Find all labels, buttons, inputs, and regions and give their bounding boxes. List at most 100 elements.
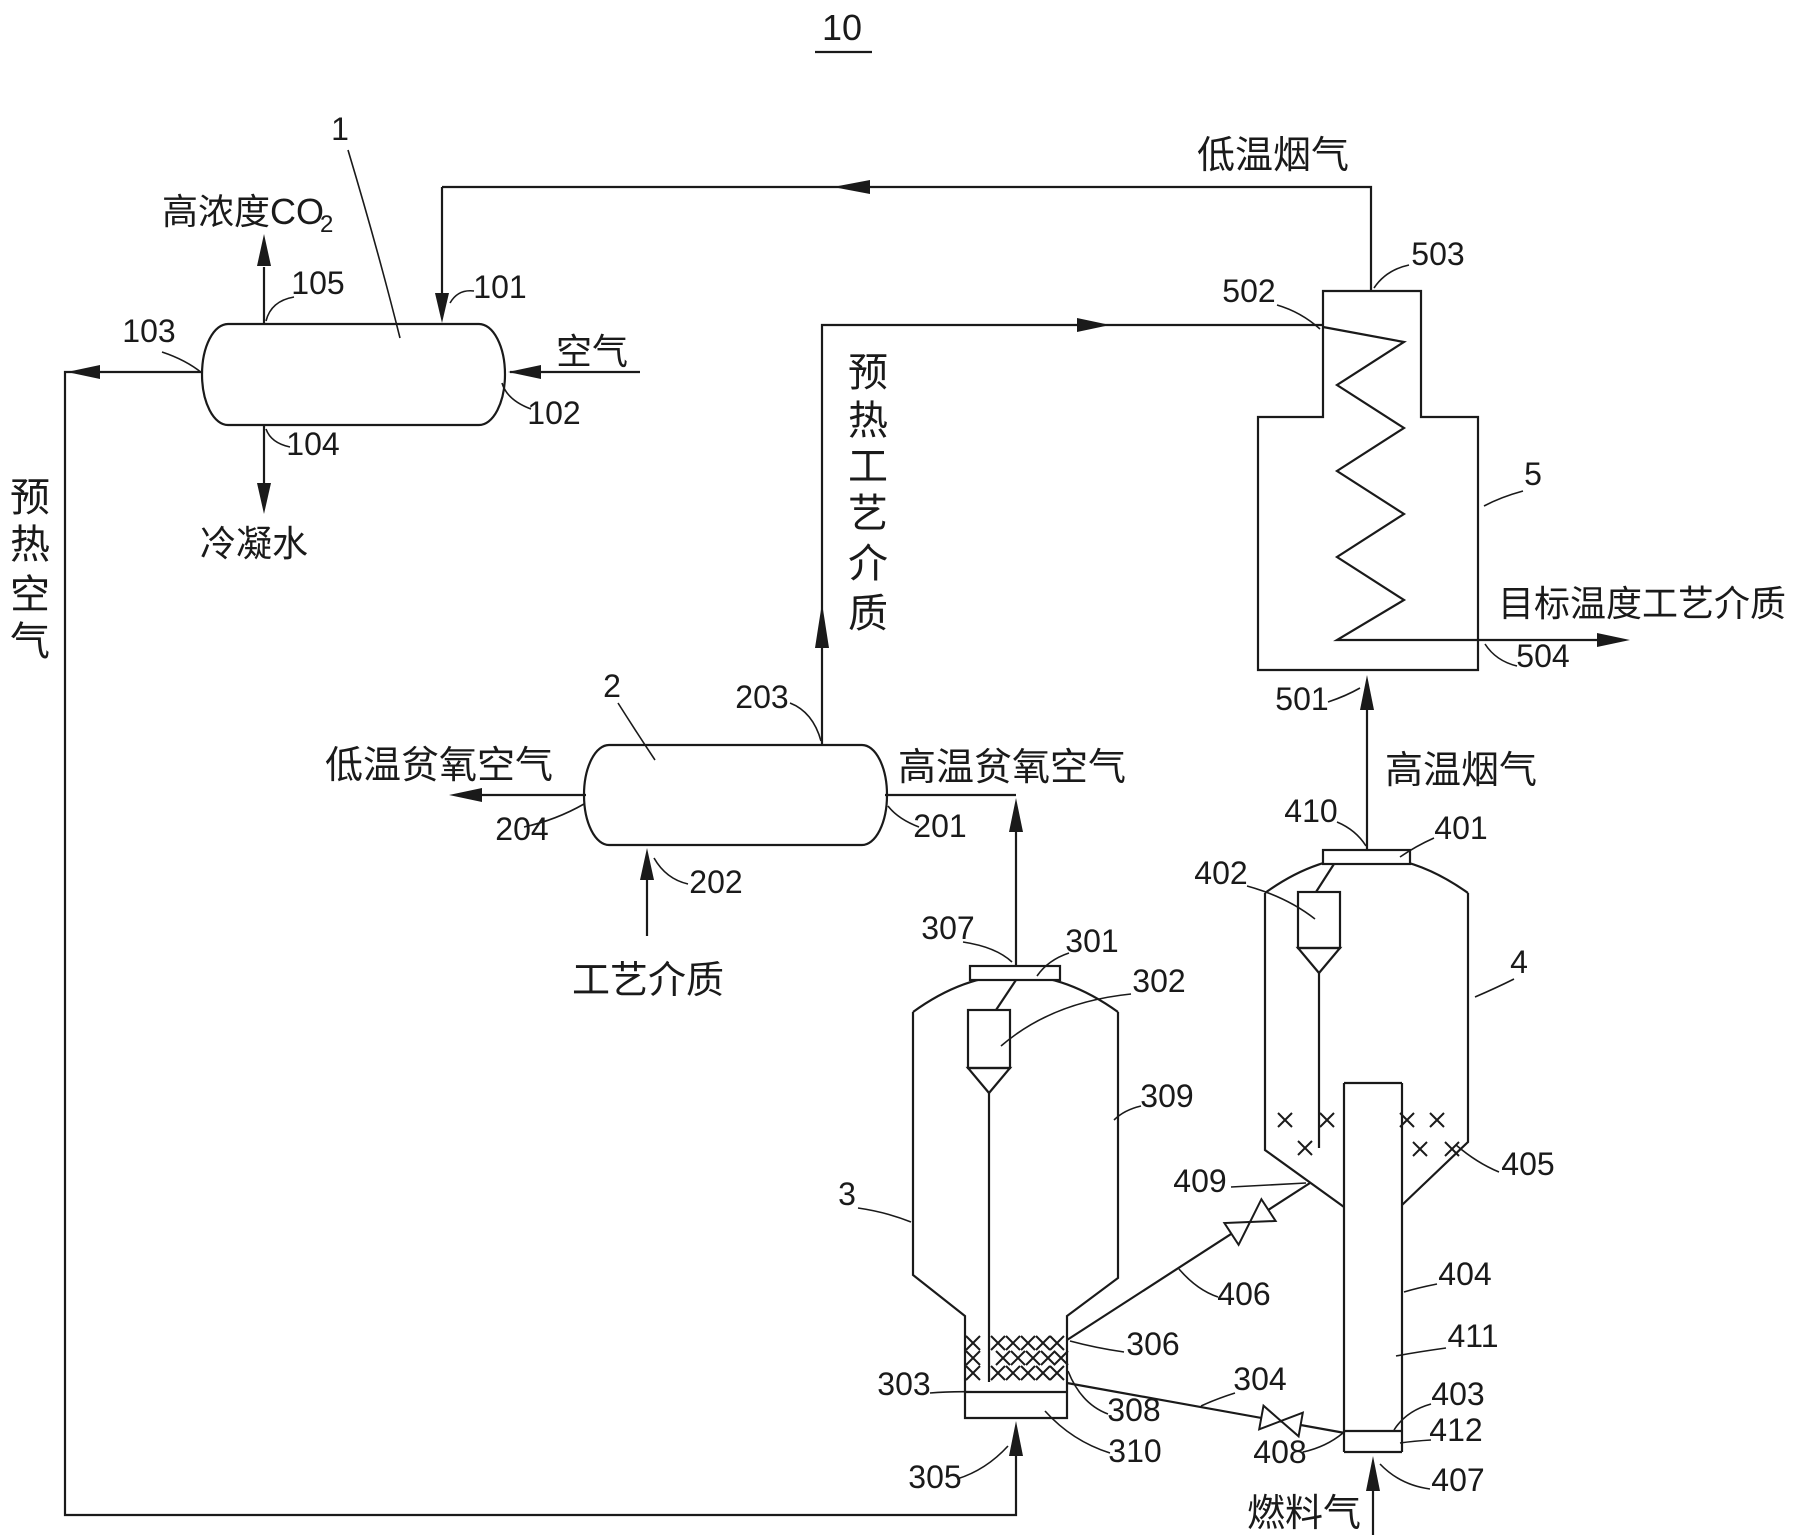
leader-305 xyxy=(956,1445,1009,1480)
solids-transfer-lines: 406 409 304 408 xyxy=(1066,1163,1346,1470)
label-412: 412 xyxy=(1429,1412,1482,1448)
leader-202 xyxy=(653,857,689,885)
leader-403 xyxy=(1393,1403,1432,1431)
pm-char: 质 xyxy=(848,592,888,636)
label-502: 502 xyxy=(1222,273,1275,309)
label-407: 407 xyxy=(1431,1462,1484,1498)
flow-arrow-up-icon xyxy=(257,234,271,266)
preheated-air-vertical-label: 预 热 空 气 xyxy=(10,476,50,664)
label-304: 304 xyxy=(1233,1361,1286,1397)
low-temp-lean-oxygen-air-label: 低温贫氧空气 xyxy=(325,745,553,787)
high-temp-flue-gas-label: 高温烟气 xyxy=(1385,750,1537,792)
vessel-2-shell xyxy=(582,743,889,847)
flow-arrow-up-icon xyxy=(815,603,829,648)
label-403: 403 xyxy=(1431,1376,1484,1412)
leader-4 xyxy=(1474,978,1515,998)
label-409: 409 xyxy=(1173,1163,1226,1199)
label-310: 310 xyxy=(1108,1433,1161,1469)
vessel-3-cyclone xyxy=(966,1008,1012,1070)
leader-502 xyxy=(1276,304,1321,330)
leader-303 xyxy=(929,1390,984,1394)
preheated-air-char: 空 xyxy=(10,573,50,617)
transfer-line-406 xyxy=(1066,1182,1311,1341)
vessel-2: 2 202 工艺介质 204 低温贫氧空气 203 预 热 工 艺 介 质 xyxy=(325,318,1322,1002)
exchanger-5-shell xyxy=(1256,289,1480,672)
leader-404 xyxy=(1403,1283,1438,1293)
vessel-4-top-nozzle xyxy=(1321,848,1412,866)
label-307: 307 xyxy=(921,910,974,946)
flow-arrow-left-icon xyxy=(508,365,541,379)
co2-label: 高浓度CO xyxy=(162,191,324,232)
leader-310 xyxy=(1044,1410,1111,1454)
label-501: 501 xyxy=(1275,681,1328,717)
leader-103 xyxy=(161,351,203,374)
flow-arrow-up-icon xyxy=(1009,798,1023,832)
label-410: 410 xyxy=(1284,793,1337,829)
condensate-label: 冷凝水 xyxy=(200,523,308,564)
label-203: 203 xyxy=(735,679,788,715)
vessel-3-cyclone-cone xyxy=(965,1066,1013,1095)
leader-410 xyxy=(1336,821,1367,847)
process-medium-label: 工艺介质 xyxy=(572,960,724,1002)
fuel-gas-label: 燃料气 xyxy=(1247,1493,1361,1535)
flue-gas-pipe xyxy=(442,185,1373,291)
leader-409 xyxy=(1230,1182,1307,1188)
label-411: 411 xyxy=(1447,1318,1498,1354)
exchanger-5: 目标温度工艺介质 5 502 503 504 501 xyxy=(1222,236,1786,717)
pm-char: 热 xyxy=(848,399,888,443)
label-406: 406 xyxy=(1217,1276,1270,1312)
label-408: 408 xyxy=(1253,1434,1306,1470)
label-104: 104 xyxy=(286,426,339,462)
leader-102 xyxy=(501,382,532,410)
label-3: 3 xyxy=(838,1176,856,1212)
leader-504 xyxy=(1484,643,1518,667)
cyclone-inlet-duct xyxy=(995,979,1017,1011)
preheated-medium-pipe xyxy=(820,323,1322,745)
vessel-3-bed-marks xyxy=(965,1335,1069,1381)
vessel-3: 3 307 301 302 309 303 305 306 308 310 xyxy=(838,910,1194,1495)
label-301: 301 xyxy=(1065,923,1118,959)
leader-308 xyxy=(1067,1370,1109,1415)
low-temp-flue-gas-label: 低温烟气 xyxy=(1197,135,1349,177)
flow-arrow-right-icon xyxy=(1077,318,1110,332)
vessel-4-shell-left xyxy=(1263,893,1345,1208)
flow-arrow-left-icon xyxy=(833,180,870,194)
label-201: 201 xyxy=(913,808,966,844)
leader-5 xyxy=(1483,490,1524,507)
flow-arrow-down-icon xyxy=(435,293,449,323)
label-306: 306 xyxy=(1126,1326,1179,1362)
label-302: 302 xyxy=(1132,963,1185,999)
leader-306 xyxy=(1069,1340,1125,1353)
co2-subscript: 2 xyxy=(320,211,333,238)
label-103: 103 xyxy=(122,313,175,349)
preheated-air-char: 热 xyxy=(10,523,50,567)
label-1: 1 xyxy=(331,111,349,147)
label-2: 2 xyxy=(603,668,621,704)
leader-3 xyxy=(857,1207,912,1223)
label-401: 401 xyxy=(1434,810,1487,846)
leader-101 xyxy=(449,289,475,304)
label-303: 303 xyxy=(877,1366,930,1402)
flow-arrow-left-icon xyxy=(449,788,482,802)
vessel-4-cyclone xyxy=(1296,890,1342,950)
leader-402 xyxy=(1246,885,1316,920)
leader-309 xyxy=(1113,1105,1142,1121)
leader-203 xyxy=(789,702,822,742)
leader-105 xyxy=(265,296,295,322)
high-temp-lean-oxygen-air-label: 高温贫氧空气 xyxy=(898,747,1126,789)
leader-412 xyxy=(1399,1439,1432,1444)
leader-307 xyxy=(962,941,1013,963)
figure-title: 10 xyxy=(815,7,872,54)
leader-407 xyxy=(1379,1463,1431,1490)
preheated-air-char: 预 xyxy=(10,476,50,520)
valve-408-icon xyxy=(1257,1403,1283,1431)
cyclone-inlet-duct xyxy=(1315,863,1335,893)
vessel-4-standpipe xyxy=(1342,1081,1404,1452)
leader-104 xyxy=(265,428,291,448)
valve-409-icon xyxy=(1248,1197,1278,1224)
label-405: 405 xyxy=(1501,1146,1554,1182)
vessel-4-bottom-box xyxy=(1344,1429,1402,1454)
leader-405 xyxy=(1455,1144,1500,1173)
label-404: 404 xyxy=(1438,1256,1491,1292)
flow-arrow-up-icon xyxy=(1360,675,1374,710)
